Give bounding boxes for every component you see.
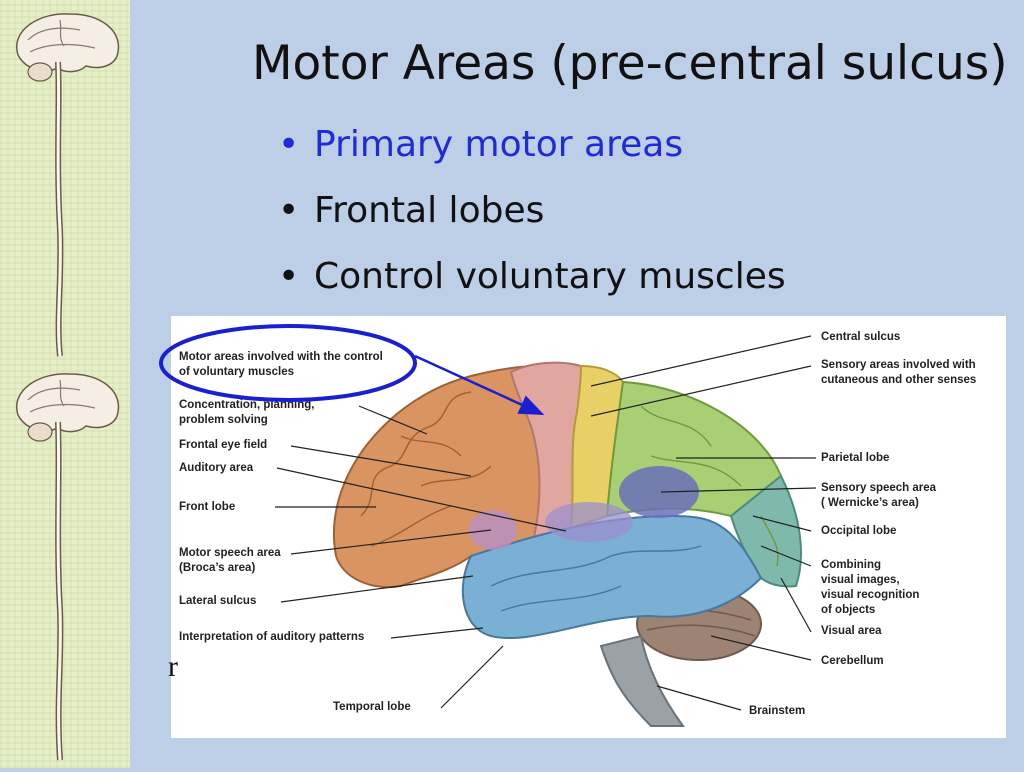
label-occipital-lobe: Occipital lobe bbox=[821, 525, 897, 537]
bullet-item: • Primary motor areas bbox=[278, 112, 786, 178]
slide-title: Motor Areas (pre-central sulcus) bbox=[252, 36, 1008, 91]
bullet-text: Primary motor areas bbox=[314, 124, 684, 165]
label-sensory-areas: Sensory areas involved with cutaneous an… bbox=[821, 359, 977, 386]
stray-letter: r bbox=[168, 650, 178, 683]
bullet-glyph: • bbox=[278, 124, 300, 165]
label-frontal-eye-field: Frontal eye field bbox=[179, 439, 268, 451]
label-temporal-lobe: Temporal lobe bbox=[333, 701, 411, 713]
label-central-sulcus: Central sulcus bbox=[821, 331, 901, 343]
label-cerebellum: Cerebellum bbox=[821, 655, 884, 667]
label-lateral-sulcus: Lateral sulcus bbox=[179, 595, 257, 607]
brain-spinal-cord-icon bbox=[15, 13, 120, 761]
left-leader-lines bbox=[275, 405, 567, 709]
label-visual-recognition: Combining visual images, visual recognit… bbox=[821, 559, 920, 616]
label-brocas-area: Motor speech area (Broca’s area) bbox=[179, 547, 281, 574]
label-auditory-area: Auditory area bbox=[179, 462, 254, 474]
brainstem-shape bbox=[599, 634, 685, 727]
label-auditory-patterns: Interpretation of auditory patterns bbox=[179, 631, 365, 643]
bullet-text: Control voluntary muscles bbox=[314, 256, 786, 297]
label-motor-areas: Motor areas involved with the control of… bbox=[179, 351, 383, 378]
label-wernickes-area: Sensory speech area ( Wernicke’s area) bbox=[821, 482, 937, 509]
bullet-text: Frontal lobes bbox=[314, 190, 545, 231]
label-front-lobe: Front lobe bbox=[179, 501, 236, 513]
bullet-item: • Frontal lobes bbox=[278, 178, 786, 244]
label-concentration: Concentration, planning, problem solving bbox=[179, 399, 315, 426]
brain-diagram: Motor areas involved with the control of… bbox=[171, 316, 1006, 738]
label-visual-area: Visual area bbox=[821, 625, 882, 637]
bullet-list: • Primary motor areas • Frontal lobes • Con… bbox=[278, 112, 786, 310]
right-leader-lines bbox=[590, 335, 817, 711]
auditory-area-shape bbox=[545, 502, 633, 542]
bullet-glyph: • bbox=[278, 256, 300, 297]
label-parietal-lobe: Parietal lobe bbox=[821, 452, 890, 464]
wernicke-area-shape bbox=[619, 466, 699, 518]
label-brainstem: Brainstem bbox=[749, 705, 806, 717]
bullet-item: • Control voluntary muscles bbox=[278, 244, 786, 310]
decorative-side-strip bbox=[0, 0, 130, 768]
broca-area-shape bbox=[469, 510, 517, 550]
bullet-glyph: • bbox=[278, 190, 300, 231]
